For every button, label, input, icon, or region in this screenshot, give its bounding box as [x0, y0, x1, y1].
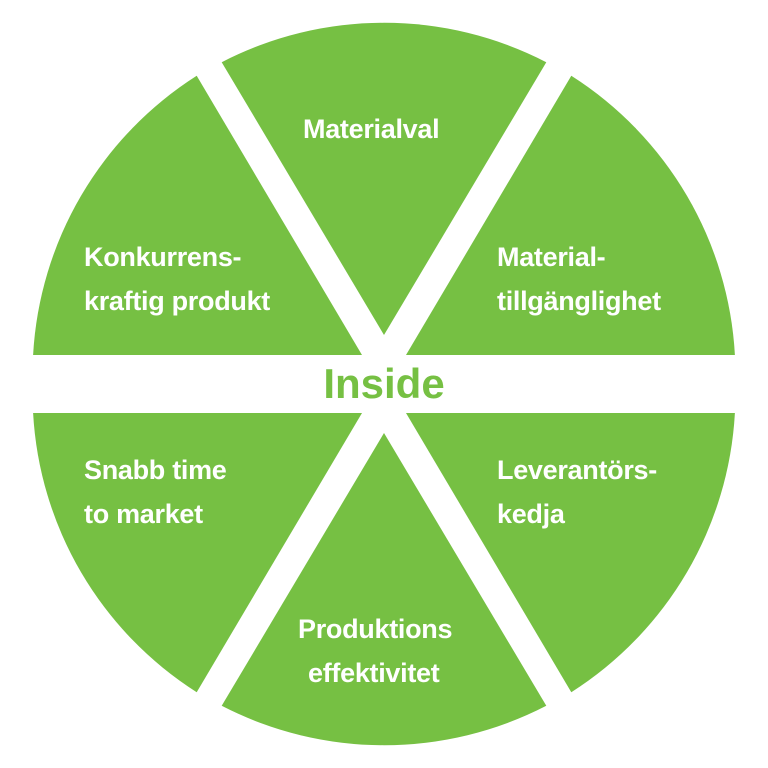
segment-label-line: Snabb time	[84, 455, 227, 485]
segment-label-line: Materialval	[303, 114, 440, 144]
segment-label-line: Leverantörs-	[497, 455, 657, 485]
segment-konkurrenskraftig-produkt	[33, 75, 362, 356]
segment-label-line: Material-	[497, 242, 606, 272]
segment-produktionseffektivitet	[221, 433, 547, 746]
segment-label-line: Produktions	[298, 614, 453, 644]
segment-label-materialval: Materialval	[303, 107, 440, 151]
segment-label-line: kedja	[497, 499, 565, 529]
segment-label-line: Konkurrens-	[84, 242, 242, 272]
segment-label-materialtillganglighet: Material- tillgänglighet	[497, 235, 661, 323]
segment-materialval	[221, 22, 547, 336]
segment-label-konkurrenskraftig-produkt: Konkurrens- kraftig produkt	[84, 235, 270, 323]
segment-materialtillganglighet	[406, 75, 735, 356]
segment-label-line: to market	[84, 499, 203, 529]
center-label: Inside	[323, 360, 445, 407]
segment-label-snabb-time-to-market: Snabb time to market	[84, 448, 227, 536]
segment-label-line: tillgänglighet	[497, 286, 661, 316]
segment-leverantorskedja	[406, 413, 735, 693]
segment-label-produktionseffektivitet: Produktions effektivitet	[298, 607, 453, 695]
segment-label-line: kraftig produkt	[84, 286, 271, 316]
segment-snabb-time-to-market	[33, 413, 362, 693]
segment-label-leverantorskedja: Leverantörs- kedja	[497, 448, 657, 536]
segment-label-line: effektivitet	[308, 658, 440, 688]
